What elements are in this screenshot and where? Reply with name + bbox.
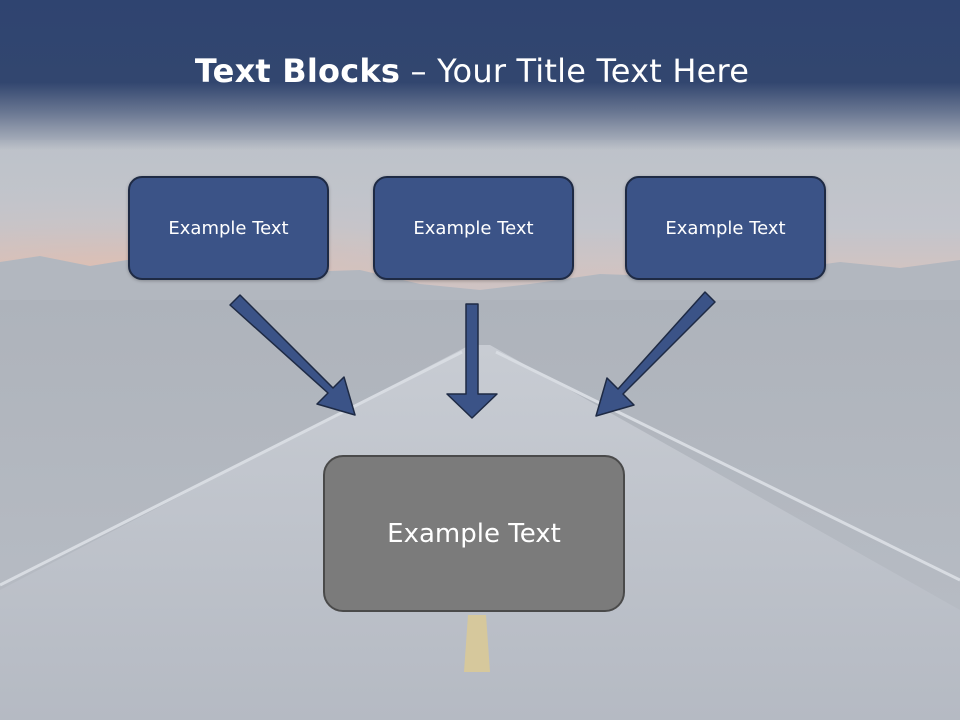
text-block-center[interactable]: Example Text [373, 176, 574, 280]
slide-title: Text Blocks – Your Title Text Here [0, 52, 944, 90]
arrow-down-right-icon [229, 294, 356, 416]
text-block-right[interactable]: Example Text [625, 176, 826, 280]
title-rest-text: Your Title Text Here [437, 52, 750, 90]
text-block-left[interactable]: Example Text [128, 176, 329, 280]
text-block-right-label: Example Text [665, 217, 786, 239]
text-block-main[interactable]: Example Text [323, 455, 625, 612]
text-block-main-label: Example Text [387, 518, 561, 549]
title-dash: – [400, 52, 438, 90]
text-block-center-label: Example Text [413, 217, 534, 239]
arrow-down-icon [446, 303, 498, 419]
text-block-left-label: Example Text [168, 217, 289, 239]
title-bar [0, 0, 960, 150]
arrow-down-left-icon [595, 291, 716, 417]
title-bold-text: Text Blocks [194, 52, 401, 90]
